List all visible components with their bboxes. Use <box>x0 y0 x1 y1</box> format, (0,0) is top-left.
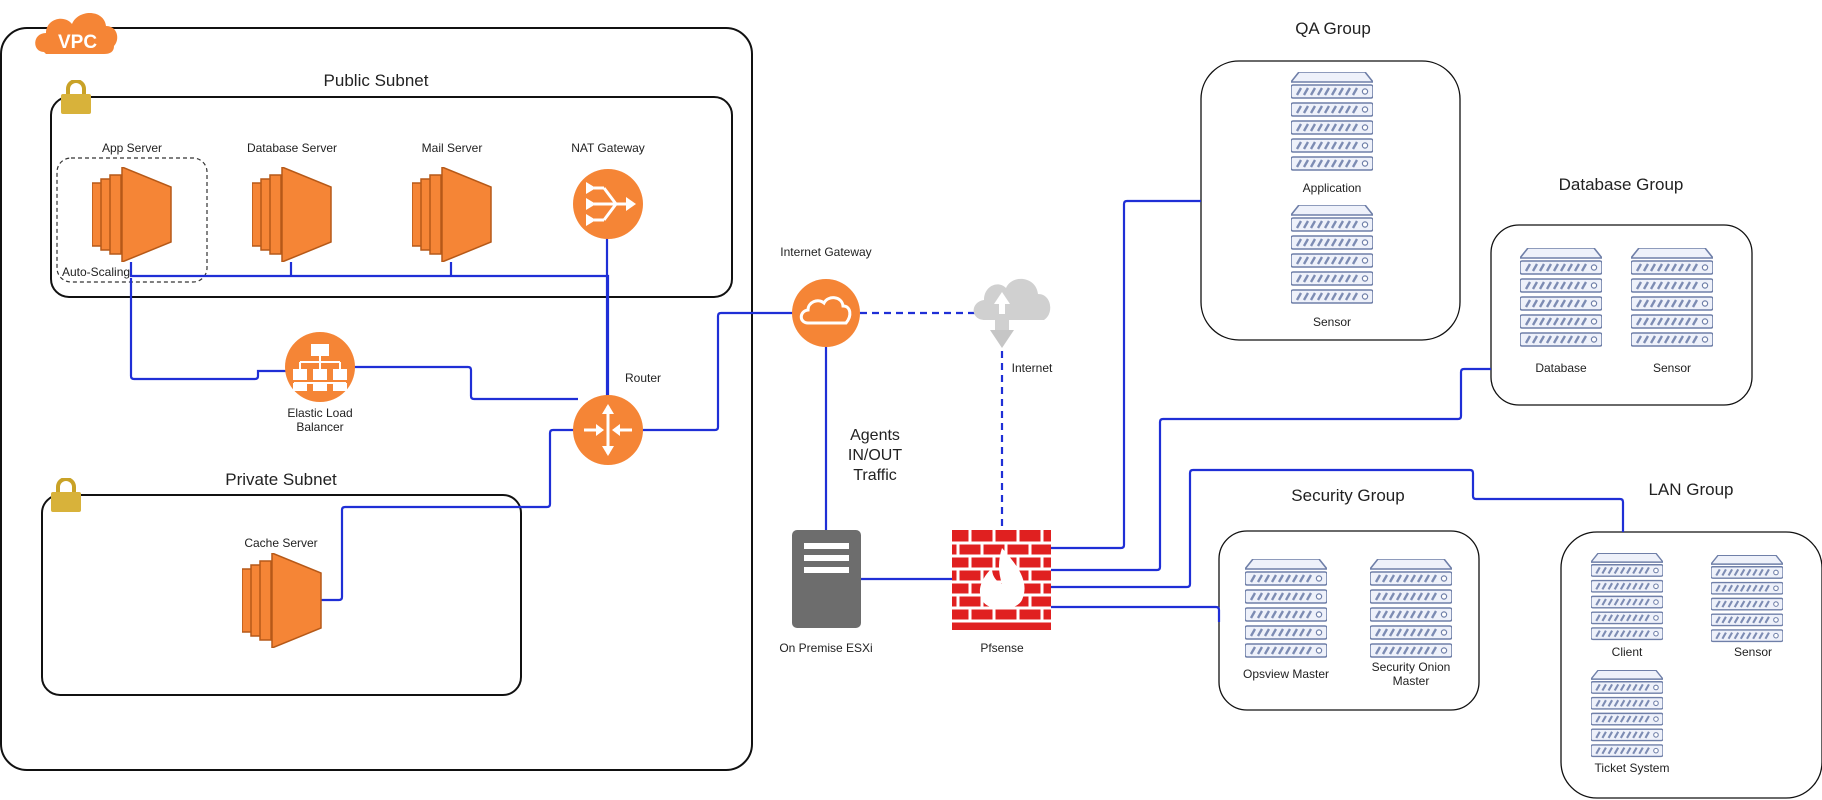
link-router-cache-server <box>318 428 578 602</box>
link-pfsense-lan-group <box>1051 468 1625 589</box>
router-label: Router <box>625 371 661 385</box>
vpc-badge: VPC <box>35 12 118 54</box>
lan-sensor-label: Sensor <box>1734 645 1772 659</box>
database-server-label: Database Server <box>247 141 337 155</box>
public-subnet-title: Public Subnet <box>324 71 429 90</box>
elb-label-line1: Elastic Load <box>287 406 352 420</box>
nat-gateway-label: NAT Gateway <box>571 141 645 155</box>
app-server-label: App Server <box>102 141 162 155</box>
link-router-internet-gateway <box>638 311 793 432</box>
elastic-load-balancer-icon <box>285 332 355 402</box>
internet-gateway-label: Internet Gateway <box>780 245 871 259</box>
qa-application-label: Application <box>1303 181 1362 195</box>
lan-group-title: LAN Group <box>1648 480 1733 499</box>
esxi-label: On Premise ESXi <box>779 641 872 655</box>
public-subnet-container <box>50 96 733 298</box>
internet-label: Internet <box>1012 361 1053 375</box>
auto-scaling-label: Auto-Scaling <box>62 265 130 279</box>
internet-cloud-icon <box>973 278 1051 348</box>
opsview-master-label: Opsview Master <box>1243 667 1329 681</box>
mail-server-label: Mail Server <box>422 141 483 155</box>
link-app-server-elb <box>129 278 290 381</box>
qa-group-title: QA Group <box>1295 19 1371 38</box>
db-sensor-label: Sensor <box>1653 361 1691 375</box>
lan-client-label: Client <box>1612 645 1643 659</box>
link-elb-router <box>350 365 578 401</box>
link-pfsense-qa-group <box>1051 199 1201 550</box>
lan-ticket-system-label: Ticket System <box>1595 761 1670 775</box>
esxi-server-icon <box>792 530 861 628</box>
database-group-title: Database Group <box>1559 175 1684 194</box>
router-icon <box>573 395 643 465</box>
security-onion-label-line2: Master <box>1393 674 1430 688</box>
vpc-label: VPC <box>58 32 97 53</box>
cache-server-label: Cache Server <box>244 536 317 550</box>
link-pfsense-database-group <box>1051 367 1491 572</box>
agents-label-line1: Agents <box>850 427 900 444</box>
agents-label-line3: Traffic <box>853 467 897 484</box>
link-pfsense-security-group <box>1051 605 1221 622</box>
security-onion-label-line1: Security Onion <box>1372 660 1451 674</box>
internet-gateway-icon <box>792 279 860 347</box>
agents-label-line2: IN/OUT <box>848 447 902 464</box>
pfsense-firewall-icon <box>952 530 1051 630</box>
nat-gateway-icon <box>573 169 643 239</box>
connection-lines <box>129 199 1625 622</box>
security-group-title: Security Group <box>1291 486 1404 505</box>
private-subnet-title: Private Subnet <box>225 470 337 489</box>
elb-label-line2: Balancer <box>296 420 343 434</box>
db-database-label: Database <box>1535 361 1587 375</box>
pfsense-label: Pfsense <box>980 641 1024 655</box>
qa-sensor-label: Sensor <box>1313 315 1351 329</box>
